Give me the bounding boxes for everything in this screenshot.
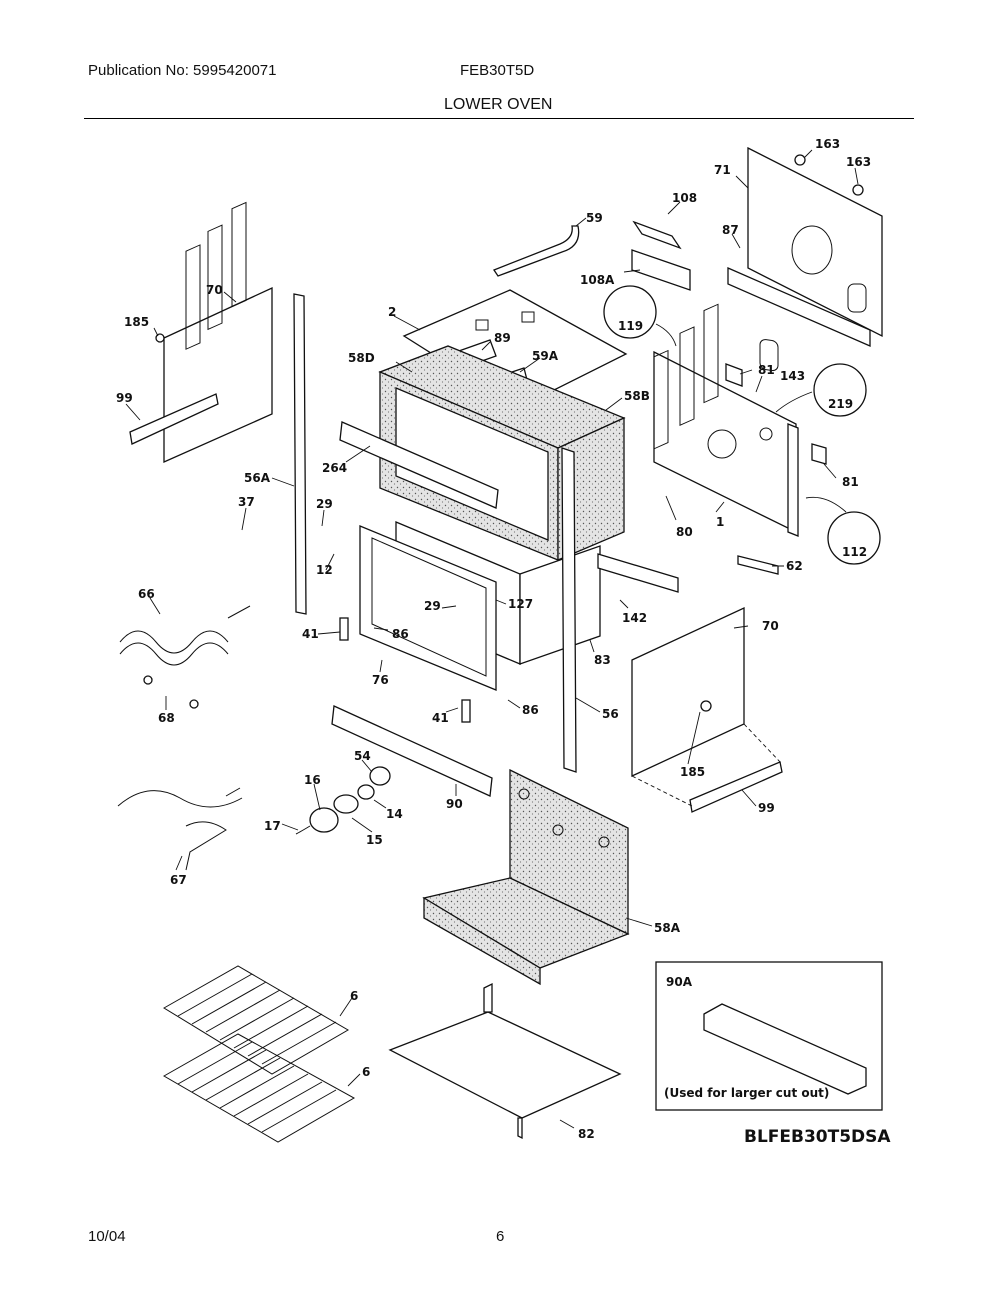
callout-29: 29 <box>316 497 333 511</box>
callout-127: 127 <box>508 597 533 611</box>
bar-142 <box>597 553 679 593</box>
callout-87: 87 <box>722 223 739 237</box>
callout-56A: 56A <box>244 471 271 485</box>
callout-2: 2 <box>388 305 396 319</box>
callout-59: 59 <box>586 211 603 225</box>
callout-41: 41 <box>432 711 449 725</box>
callout-41: 41 <box>302 627 319 641</box>
drawer-liner-58A <box>422 768 630 986</box>
callout-12: 12 <box>316 563 333 577</box>
callout-1: 1 <box>716 515 724 529</box>
inset-label-90A: 90A <box>666 975 693 989</box>
callout-219: 219 <box>828 397 853 411</box>
side-panel-70-left <box>129 201 273 464</box>
callout-17: 17 <box>264 819 281 833</box>
relay-108 <box>631 220 691 291</box>
oven-cavity <box>359 521 601 691</box>
publication-number: Publication No: 5995420071 <box>88 62 277 79</box>
bracket-81-upper <box>725 363 743 387</box>
oven-rack-6-lower <box>162 1033 356 1143</box>
callout-balloon-119 <box>603 285 657 339</box>
model-number: FEB30T5D <box>460 62 535 79</box>
bake-element-67 <box>117 787 243 871</box>
callout-163: 163 <box>815 137 840 151</box>
screw-163 <box>794 154 864 196</box>
callout-29: 29 <box>424 599 441 613</box>
callout-108: 108 <box>672 191 697 205</box>
callout-67: 67 <box>170 873 187 887</box>
callout-16: 16 <box>304 773 321 787</box>
side-rail-56A <box>293 293 307 615</box>
side-rail-56 <box>561 447 577 773</box>
callout-119: 119 <box>618 319 643 333</box>
callout-balloon-219 <box>813 363 867 417</box>
callout-54: 54 <box>354 749 371 763</box>
callout-163: 163 <box>846 155 871 169</box>
callout-14: 14 <box>386 807 403 821</box>
vent-tube-59 <box>493 225 580 277</box>
screw-68b <box>189 699 199 709</box>
callout-70: 70 <box>762 619 779 633</box>
callout-15: 15 <box>366 833 383 847</box>
callout-58D: 58D <box>348 351 375 365</box>
hinge-41-upper <box>339 617 349 641</box>
callout-59A: 59A <box>532 349 559 363</box>
callout-86: 86 <box>392 627 409 641</box>
callout-82: 82 <box>578 1127 595 1141</box>
trim-90 <box>331 705 493 797</box>
footer-date: 10/04 <box>88 1228 126 1245</box>
callout-6: 6 <box>350 989 358 1003</box>
callout-70: 70 <box>206 283 223 297</box>
callout-71: 71 <box>714 163 731 177</box>
callout-142: 142 <box>622 611 647 625</box>
callout-56: 56 <box>602 707 619 721</box>
callout-185: 185 <box>124 315 149 329</box>
callout-108A: 108A <box>580 273 615 287</box>
callout-112: 112 <box>842 545 867 559</box>
header-rule <box>84 118 914 119</box>
callout-6: 6 <box>362 1065 370 1079</box>
callout-81: 81 <box>758 363 775 377</box>
callout-62: 62 <box>786 559 803 573</box>
oven-rack-6-upper <box>163 965 349 1075</box>
callout-264: 264 <box>322 461 347 475</box>
page-number: 6 <box>496 1228 505 1245</box>
callout-99: 99 <box>758 801 775 815</box>
broil-element-66 <box>119 605 251 666</box>
terminal-62 <box>737 555 779 575</box>
callout-89: 89 <box>494 331 511 345</box>
rear-panel-71 <box>727 146 883 372</box>
callout-80: 80 <box>676 525 693 539</box>
inset-box-90A <box>655 961 883 1111</box>
callout-68: 68 <box>158 711 175 725</box>
screw-185-right <box>700 700 712 712</box>
callout-58B: 58B <box>624 389 650 403</box>
callout-58A: 58A <box>654 921 681 935</box>
oven-liner-58D <box>378 345 626 561</box>
callout-83: 83 <box>594 653 611 667</box>
callout-81: 81 <box>842 475 859 489</box>
callout-185: 185 <box>680 765 705 779</box>
diagram-code: BLFEB30T5DSA <box>744 1127 891 1147</box>
lamp-assembly <box>295 766 391 835</box>
hinge-41-lower <box>461 699 471 723</box>
callout-37: 37 <box>238 495 255 509</box>
inset-note: (Used for larger cut out) <box>664 1086 829 1100</box>
front-frame-264 <box>339 421 499 509</box>
callout-66: 66 <box>138 587 155 601</box>
screw-68a <box>143 675 153 685</box>
side-panel-70-right <box>631 303 783 813</box>
callout-90: 90 <box>446 797 463 811</box>
callout-76: 76 <box>372 673 389 687</box>
callout-99: 99 <box>116 391 133 405</box>
callout-balloon-112 <box>827 511 881 565</box>
callout-86: 86 <box>522 703 539 717</box>
section-title: LOWER OVEN <box>444 96 553 113</box>
bracket-81-lower <box>811 443 827 465</box>
callout-143: 143 <box>780 369 805 383</box>
broiler-tray-82 <box>388 982 622 1140</box>
